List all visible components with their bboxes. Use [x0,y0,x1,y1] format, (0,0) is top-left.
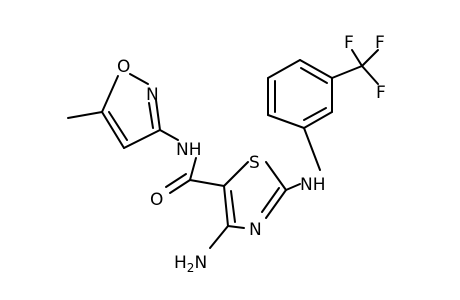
bond-ph-3 [267,59,301,79]
bond-ph-1 [267,114,305,129]
bond-ph-4 [299,59,333,79]
bond-c4-amino [209,225,229,249]
atom-fluorine-top: F [375,33,385,53]
bond-methyl [67,111,103,119]
atom-ring-oxygen: O [117,57,130,77]
bond-c4-c5 [223,185,229,227]
bond-carbonyl-c5 [189,179,225,187]
atom-carbonyl-oxygen: O [150,190,163,210]
bond-ph-4-inner [300,67,328,84]
atom-amino-h: H [174,253,187,273]
bond-c-f-left [351,49,363,67]
atom-amino-n: N [194,253,207,273]
atom-amino-subscript: 2 [187,261,195,275]
atom-fluorine-right: F [376,83,386,103]
bond-c3-nh [159,129,179,141]
bond-carbonyl-o-double [165,173,187,188]
bond-c2-nh [285,183,301,191]
bond-c4-c5-double [108,111,128,141]
bond-n-c4 [227,225,245,229]
bond-n-c3-double [148,102,154,129]
atom-amide-nh: NH [176,140,202,160]
bond-c4-c5-double [230,190,236,223]
bond-ph-6 [303,111,333,129]
bond-c5-s [223,161,249,187]
atom-amino-group: H2N [174,253,207,275]
bond-c4-c5 [101,111,125,149]
bond-carbonyl-o [169,179,191,194]
bond-o-n [129,73,149,85]
bond-nh-phenyl [303,127,321,171]
atom-thiazole-nitrogen: N [249,220,262,240]
atom-isoxazole-nitrogen: N [146,85,159,105]
bond-c5-o [101,75,119,113]
bond-c2-n [265,189,287,219]
atom-fluorine-left: F [344,33,354,53]
bond-nh-carbonyl [189,157,197,181]
bond-n-c3 [155,99,161,131]
bond-s-c2 [265,161,287,191]
bond-c2-n-double [261,187,280,213]
bond-c3-c4 [123,129,161,149]
atom-aniline-nh: NH [300,175,326,195]
bond-ph-cf3 [331,65,363,79]
atom-thiazole-sulfur: S [249,153,260,173]
bond-ph-6-inner [303,107,327,121]
bond-c-f-top [361,49,379,67]
bond-c-f-right [361,65,379,85]
